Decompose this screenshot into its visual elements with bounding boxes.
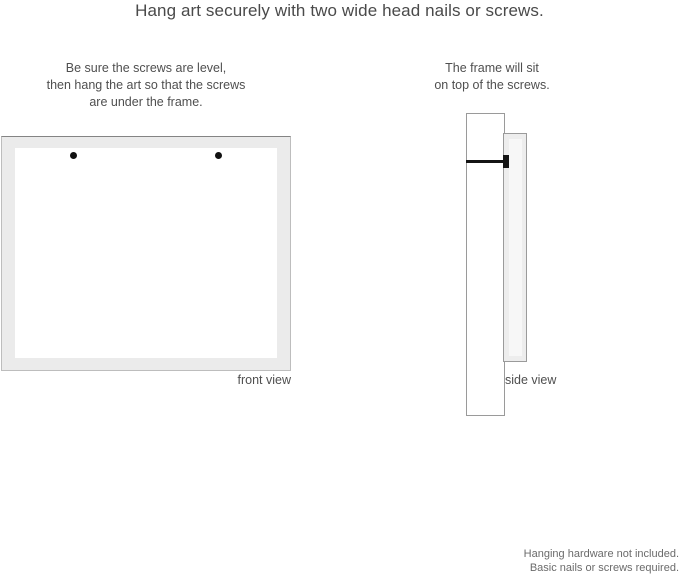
front-view-illustration xyxy=(1,136,291,371)
footer-disclaimer: Hanging hardware not included. Basic nai… xyxy=(523,548,679,574)
side-view-frame-inner xyxy=(509,139,522,356)
screw-head-right-icon xyxy=(215,152,222,159)
page-title: Hang art securely with two wide head nai… xyxy=(135,1,544,20)
nail-shaft-icon xyxy=(466,160,506,163)
side-view-frame xyxy=(503,133,527,362)
front-view-caption: Be sure the screws are level, then hang … xyxy=(46,61,246,109)
front-view-label: front view xyxy=(237,373,292,387)
nail-wide-head-icon xyxy=(503,155,509,168)
side-view-label: side view xyxy=(505,373,557,387)
picture-frame-mat-area xyxy=(15,148,277,358)
screw-head-left-icon xyxy=(70,152,77,159)
side-view-caption: The frame will sit on top of the screws. xyxy=(434,61,550,92)
side-view-wall xyxy=(466,113,505,416)
